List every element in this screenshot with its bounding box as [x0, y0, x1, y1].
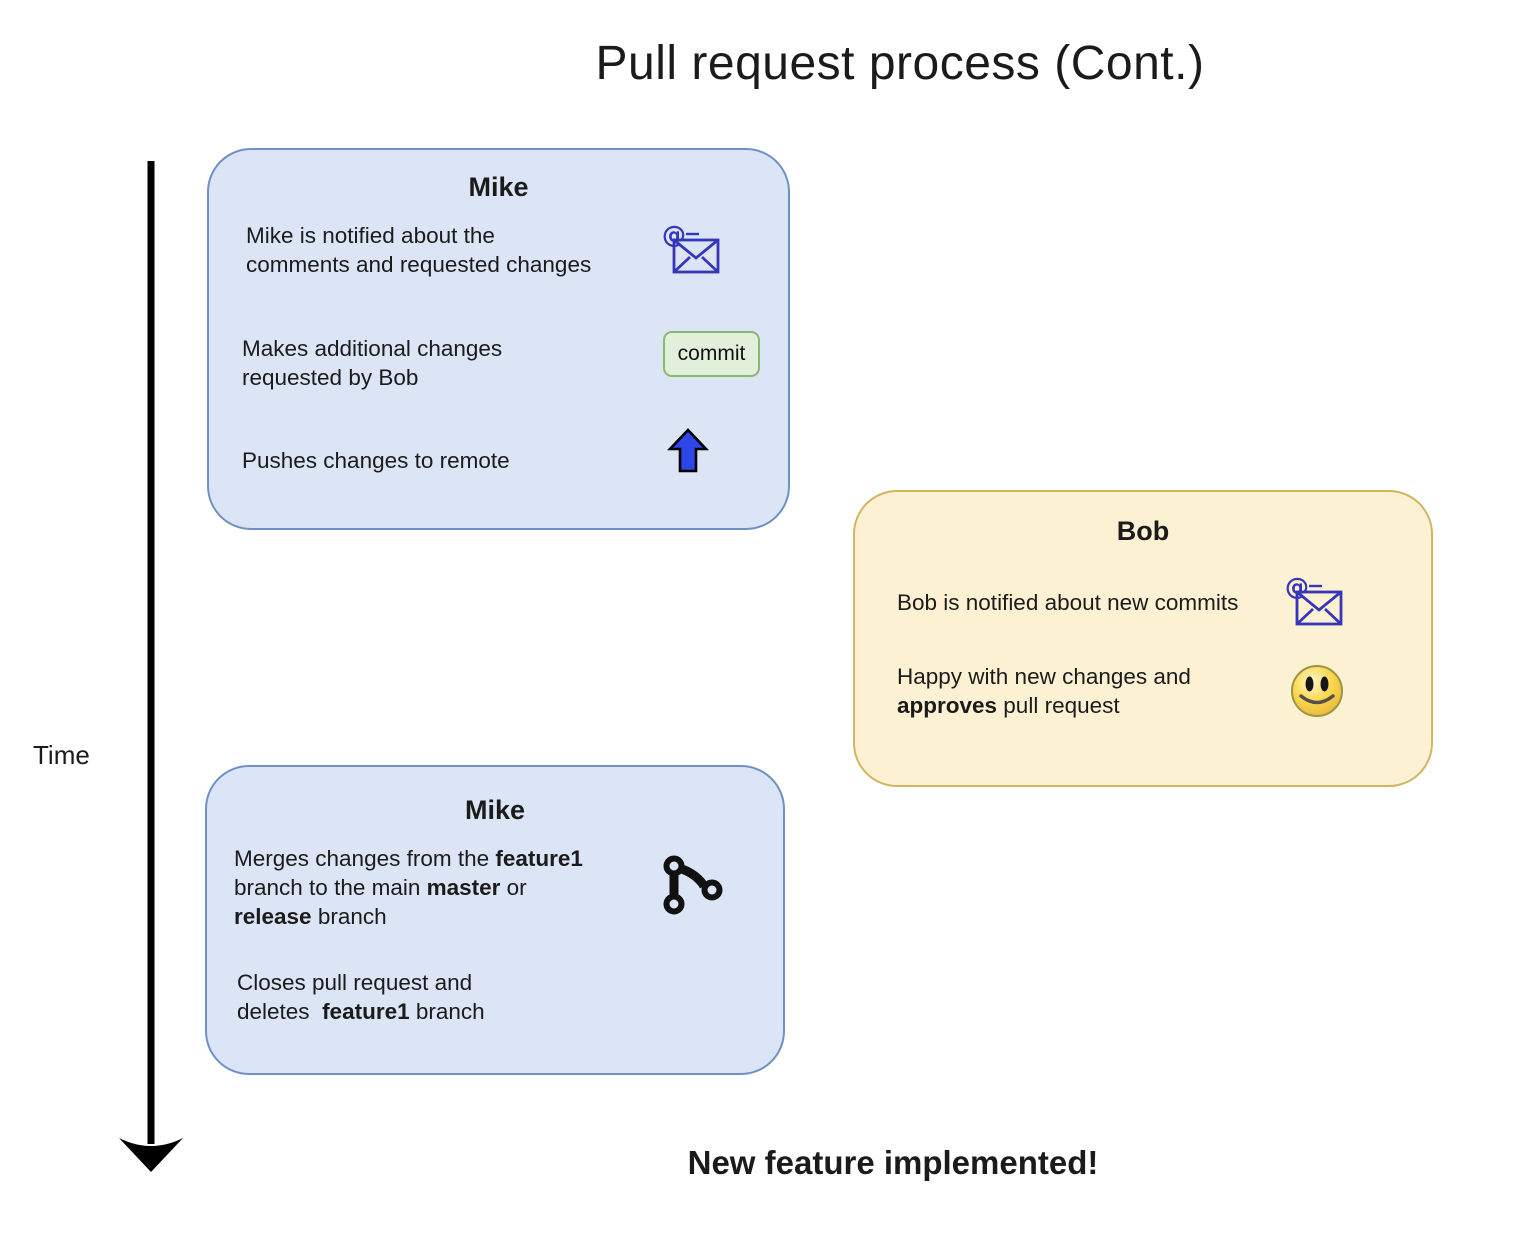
- git-merge-icon: [663, 855, 723, 915]
- smiley-icon: [1291, 665, 1343, 717]
- mike-bottom-box: Mike Merges changes from the feature1 br…: [205, 765, 785, 1075]
- mike-top-box: Mike Mike is notified about the comments…: [207, 148, 790, 530]
- time-axis-label: Time: [33, 740, 90, 770]
- push-up-arrow-icon: [667, 428, 709, 473]
- email-icon: @: [662, 222, 720, 274]
- merges-changes-text: Merges changes from the feature1 branch …: [234, 846, 583, 929]
- mike-notified-text: Mike is notified about the comments and …: [246, 223, 592, 277]
- mike-bottom-box-title: Mike: [464, 795, 526, 825]
- bob-notified-text: Bob is notified about new commits: [897, 590, 1239, 615]
- bob-box: Bob Bob is notified about new commits @ …: [853, 490, 1433, 787]
- mike-top-box-title: Mike: [468, 172, 529, 202]
- bob-box-title: Bob: [1116, 516, 1170, 546]
- closes-pr-text: Closes pull request and deletes feature1…: [237, 970, 485, 1024]
- commit-button-label: commit: [677, 342, 746, 365]
- email-icon: @: [1285, 574, 1343, 626]
- page-title: Pull request process (Cont.): [595, 37, 1205, 90]
- bob-approves-text: Happy with new changes and approves pull…: [897, 664, 1191, 718]
- time-axis-arrow: [119, 161, 183, 1172]
- makes-changes-text: Makes additional changes requested by Bo…: [242, 336, 503, 390]
- footer-message: New feature implemented!: [687, 1144, 1099, 1181]
- commit-button: commit: [663, 331, 760, 377]
- pushes-changes-text: Pushes changes to remote: [242, 448, 510, 473]
